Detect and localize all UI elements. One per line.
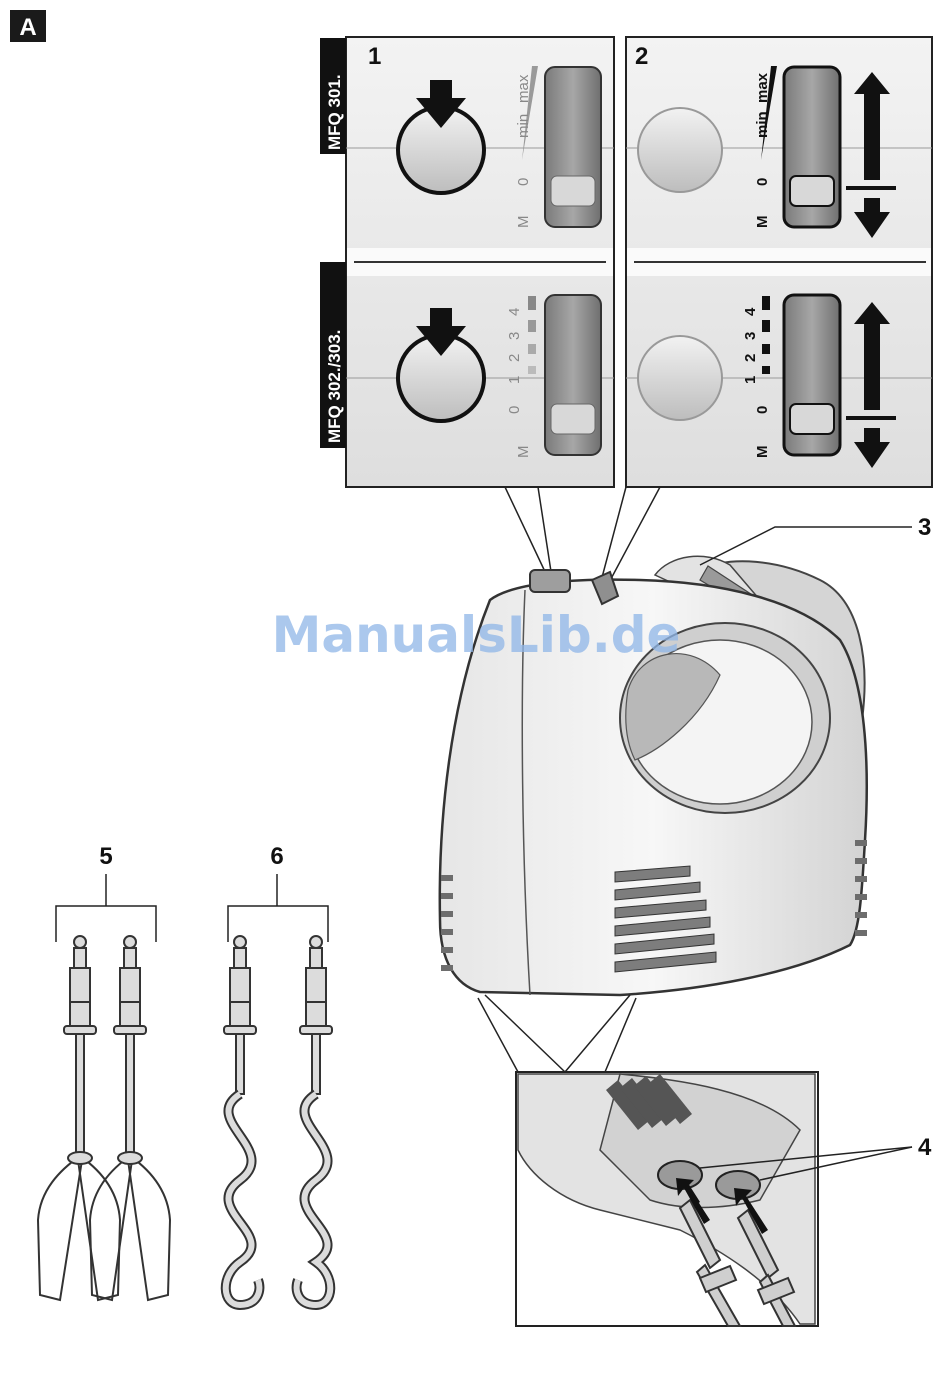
callout-4-number: 4 bbox=[918, 1134, 932, 1161]
panel-leader-lines bbox=[505, 487, 660, 590]
scale-1: 1 bbox=[742, 376, 759, 384]
model-label-mfq302-303: MFQ 302./303. bbox=[325, 330, 344, 443]
dough-hooks bbox=[224, 936, 332, 1305]
scale-zero: 0 bbox=[754, 406, 771, 414]
speed-slider-knob bbox=[551, 176, 595, 206]
control-panels: 1 2 MFQ 301. MFQ 302./303. max min 0 M bbox=[320, 37, 932, 487]
dough-hook-left bbox=[224, 936, 259, 1305]
callout-6: 6 bbox=[228, 843, 328, 942]
scale-4: 4 bbox=[506, 308, 523, 316]
scale-max: max bbox=[754, 72, 771, 103]
figure-tag-letter: A bbox=[19, 14, 36, 41]
callout-3-number: 3 bbox=[918, 514, 931, 541]
scale-3: 3 bbox=[506, 332, 523, 340]
scale-zero: 0 bbox=[506, 406, 523, 414]
beater-left bbox=[38, 936, 120, 1300]
beaters bbox=[38, 936, 170, 1300]
eject-button bbox=[638, 108, 722, 192]
callout-6-number: 6 bbox=[270, 843, 283, 870]
scale-max: max bbox=[515, 74, 532, 103]
socket-detail bbox=[478, 995, 818, 1326]
speed-slider-knob bbox=[551, 404, 595, 434]
scale-zero: 0 bbox=[754, 178, 771, 186]
scale-min: min bbox=[515, 114, 532, 138]
eject-button-on-mixer bbox=[530, 570, 570, 592]
scale-2: 2 bbox=[506, 354, 523, 362]
scale-m: M bbox=[754, 446, 771, 459]
scale-m: M bbox=[515, 216, 532, 229]
panel-1-number: 1 bbox=[368, 43, 381, 70]
figure-tag: A bbox=[10, 10, 46, 42]
scale-zero: 0 bbox=[515, 178, 532, 186]
scale-2: 2 bbox=[742, 354, 759, 362]
panel-2-number: 2 bbox=[635, 43, 648, 70]
callout-5-number: 5 bbox=[99, 843, 112, 870]
scale-m: M bbox=[515, 446, 532, 459]
scale-m: M bbox=[754, 216, 771, 229]
scale-min: min bbox=[754, 111, 771, 138]
callout-5: 5 bbox=[56, 843, 156, 942]
model-label-mfq301: MFQ 301. bbox=[325, 74, 344, 150]
speed-slider-knob bbox=[790, 404, 834, 434]
watermark: ManualsLib.de bbox=[272, 606, 681, 664]
scale-4: 4 bbox=[742, 307, 759, 316]
eject-button bbox=[638, 336, 722, 420]
speed-slider-knob bbox=[790, 176, 834, 206]
beater-right bbox=[90, 936, 170, 1300]
callout-3: 3 bbox=[700, 514, 931, 565]
scale-3: 3 bbox=[742, 332, 759, 340]
dough-hook-right bbox=[297, 936, 332, 1305]
scale-1: 1 bbox=[506, 376, 523, 384]
